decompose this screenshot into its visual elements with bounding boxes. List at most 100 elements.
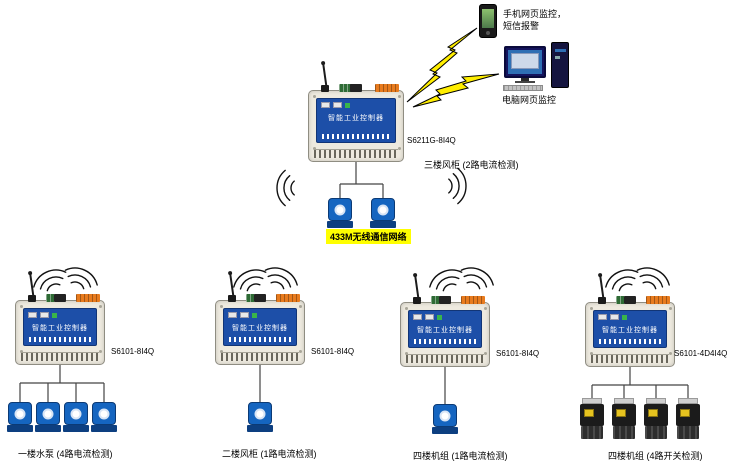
relay-label-window: [584, 409, 594, 417]
power-led-icon: [437, 314, 442, 320]
network-label: 433M无线通信网络: [326, 229, 411, 244]
pc-monitoring-caption: 电脑网页监控: [502, 95, 557, 105]
ct-base: [63, 425, 89, 432]
orange-terminal-block: [76, 294, 100, 302]
device-caption: 二楼风柜 (1路电流检测): [222, 449, 317, 459]
relay-module: [580, 398, 604, 440]
corner-screws: [405, 307, 408, 310]
black-connector: [350, 84, 362, 92]
current-transformer-sensor: [370, 198, 396, 230]
power-led-icon: [345, 102, 350, 108]
relay-module: [644, 398, 668, 440]
relay-module: [676, 398, 700, 440]
controller-front-panel: 智能工业控制器: [316, 98, 396, 143]
panel-terminal-dots: [322, 134, 390, 139]
current-transformer-sensor: [7, 402, 33, 434]
lightning-bolt-icon: [406, 27, 478, 103]
corner-screws: [590, 307, 593, 310]
ct-body: [8, 402, 32, 425]
wire-master-to-sensors: [339, 162, 384, 198]
computer-monitor-icon: [504, 46, 546, 78]
relay-contacts: [646, 398, 666, 404]
ct-base: [327, 221, 353, 228]
ct-hole: [439, 410, 451, 421]
orange-terminal-block: [646, 296, 670, 304]
port-row: [321, 102, 350, 108]
wireless-signal-icon: [605, 269, 639, 292]
black-connector: [439, 296, 451, 304]
current-transformer-sensor: [327, 198, 353, 230]
monitor-webpage: [511, 53, 539, 69]
wireless-signal-icon: [33, 269, 67, 292]
wireless-signal-icon: [429, 269, 463, 292]
ct-hole: [377, 204, 389, 215]
bottom-terminal-row: [314, 149, 398, 158]
ethernet-port-icon: [425, 314, 434, 320]
port-row: [228, 312, 257, 318]
relay-label-window: [616, 409, 626, 417]
ct-hole: [98, 408, 110, 419]
ct-base: [91, 425, 117, 432]
controller-panel-title: 智能工业控制器: [417, 327, 473, 334]
controller-panel-title: 智能工业控制器: [32, 325, 88, 332]
pc-tower-icon: [551, 42, 569, 88]
bottom-terminal-row: [406, 354, 484, 363]
orange-terminal-block: [461, 296, 485, 304]
monitor-screen: [508, 50, 542, 74]
power-led-icon: [52, 312, 57, 318]
device-caption: 四楼机组 (4路开关检测): [608, 451, 703, 461]
relay-contacts: [582, 398, 602, 404]
controller-front-panel: 智能工业控制器: [23, 308, 97, 346]
corner-screws: [20, 305, 23, 308]
antenna-connector: [413, 297, 421, 304]
ethernet-port-icon: [321, 102, 330, 108]
ethernet-port-icon: [28, 312, 37, 318]
panel-terminal-dots: [599, 339, 661, 344]
ct-base: [35, 425, 61, 432]
ethernet-port-icon: [240, 312, 249, 318]
relay-contacts: [678, 398, 698, 404]
ct-hole: [254, 408, 266, 419]
model-label: S6101-8I4Q: [111, 347, 155, 356]
port-row: [598, 314, 627, 320]
ct-body: [248, 402, 272, 425]
wire-unit4b-controller-to-relays: [591, 367, 689, 398]
model-label: S6211G-8I4Q: [407, 136, 456, 145]
current-transformer-sensor: [63, 402, 89, 434]
phone-screen: [482, 9, 494, 28]
ct-base: [432, 427, 458, 434]
black-connector: [254, 294, 266, 302]
controller-front-panel: 智能工业控制器: [593, 310, 667, 348]
ct-hole: [70, 408, 82, 419]
ct-hole: [42, 408, 54, 419]
ct-hole: [14, 408, 26, 419]
model-label: S6101-4D4I4Q: [674, 349, 728, 358]
bottom-terminal-row: [21, 352, 99, 361]
panel-terminal-dots: [229, 337, 291, 342]
ct-base: [7, 425, 33, 432]
keyboard-icon: [503, 85, 543, 91]
lightning-bolt-icon: [412, 73, 500, 108]
ct-body: [92, 402, 116, 425]
current-transformer-sensor: [432, 404, 458, 436]
phone-button: [486, 31, 490, 35]
ct-body: [36, 402, 60, 425]
bottom-terminal-row: [221, 352, 299, 361]
ct-body: [328, 198, 352, 221]
current-transformer-sensor: [35, 402, 61, 434]
relay-module: [612, 398, 636, 440]
relay-label-window: [680, 409, 690, 417]
orange-terminal-block: [375, 84, 399, 92]
orange-terminal-block: [276, 294, 300, 302]
controller-front-panel: 智能工业控制器: [223, 308, 297, 346]
port-row: [413, 314, 442, 320]
relay-contacts: [614, 398, 634, 404]
ct-hole: [334, 204, 346, 215]
relay-socket-base: [613, 426, 635, 439]
antenna-connector: [228, 295, 236, 302]
panel-terminal-dots: [414, 339, 476, 344]
ct-base: [247, 425, 273, 432]
wireless-signal-icon: [233, 269, 267, 292]
